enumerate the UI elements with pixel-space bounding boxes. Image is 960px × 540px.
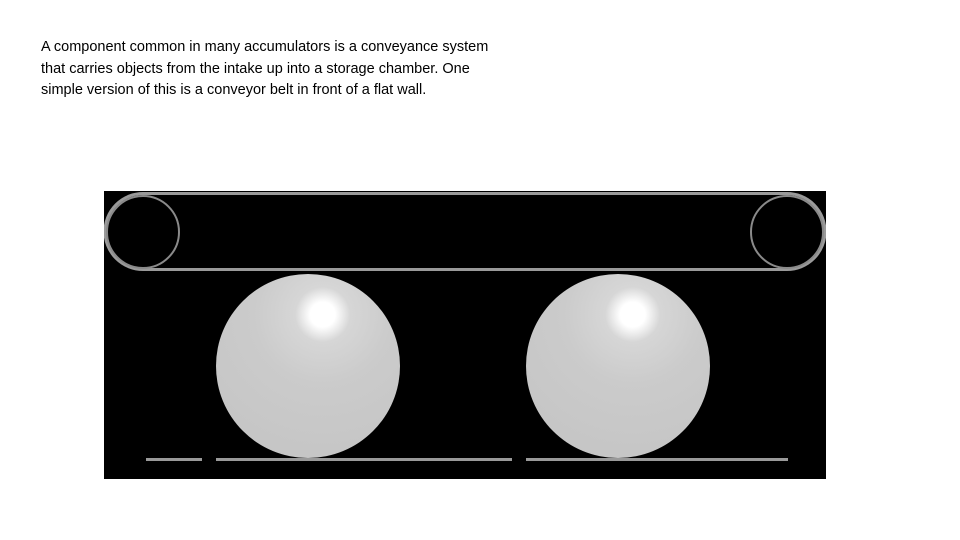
left-roller [106,195,180,269]
ball-left [216,274,400,458]
slide-body-text: A component common in many accumulators … [41,39,489,98]
right-roller [750,195,824,269]
conveyor-belt [104,192,826,271]
conveyor-belt-diagram [104,191,826,479]
ball-right [526,274,710,458]
conveyor-svg [104,192,826,461]
